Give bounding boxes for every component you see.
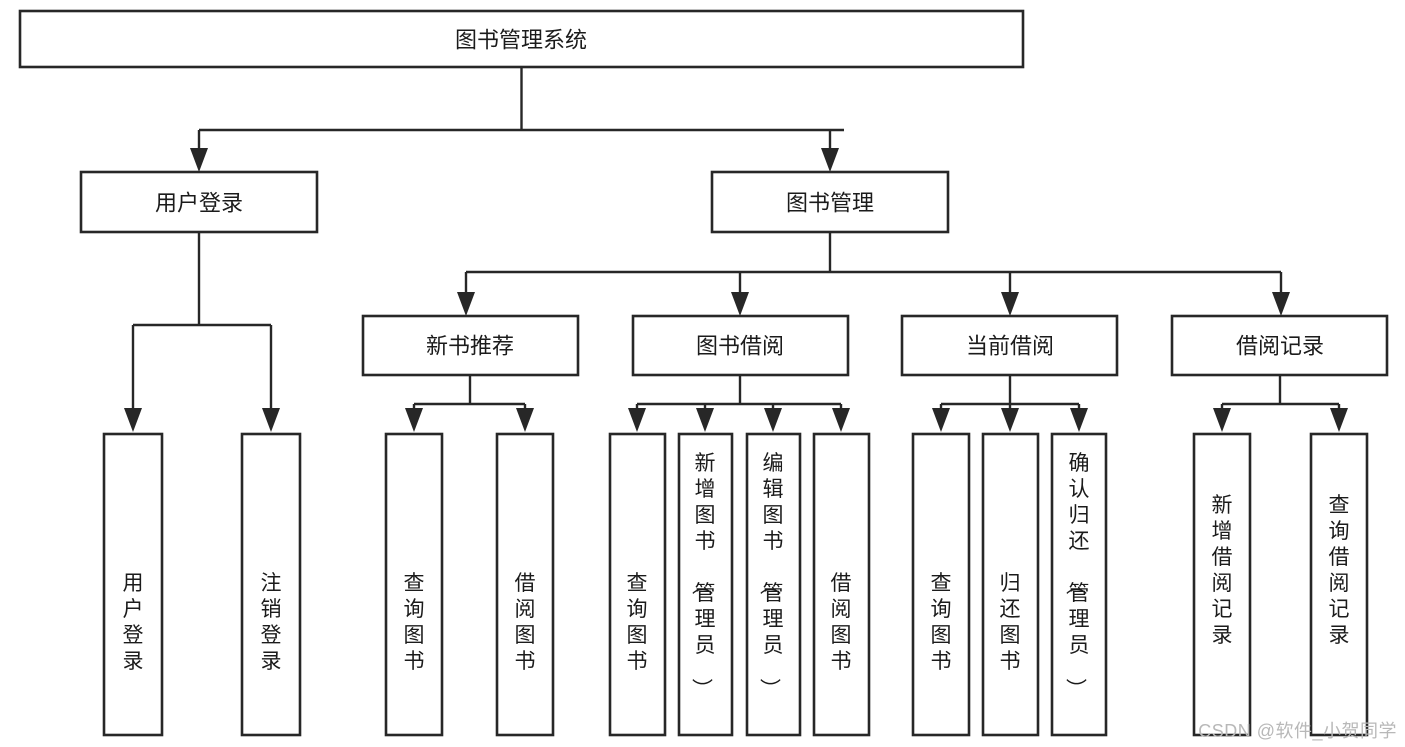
leaf-borrow-book-2-box[interactable]	[812, 432, 871, 737]
leaf-borrow-book-1-box[interactable]	[495, 432, 555, 737]
node-borrow-record-label: 借阅记录	[1236, 334, 1324, 359]
arrowhead-leaf-query-book-2	[628, 408, 646, 432]
node-user-login-label: 用户登录	[155, 191, 243, 216]
node-borrow-record[interactable]: 借阅记录	[1170, 314, 1389, 377]
node-new-book-recommend[interactable]: 新书推荐	[361, 314, 580, 377]
leaf-borrow-book-2-label: 借阅图书	[831, 572, 852, 673]
leaf-borrow-book-2[interactable]: 借阅图书	[812, 432, 871, 737]
leaf-return-book[interactable]: 归还图书	[981, 432, 1040, 737]
arrowhead-book-manage	[821, 148, 839, 172]
arrowhead-leaf-query-book-3	[932, 408, 950, 432]
arrowhead-leaf-query-borrow-record	[1330, 408, 1348, 432]
node-book-borrow-box[interactable]	[631, 314, 850, 377]
leaf-edit-book-admin-box[interactable]	[745, 432, 802, 737]
leaf-edit-book-admin[interactable]: 编辑图书（管理员）	[745, 432, 802, 737]
node-root-label: 图书管理系统	[455, 28, 587, 53]
leaf-user-login-box[interactable]	[102, 432, 164, 737]
leaf-confirm-return-admin[interactable]: 确认归还（管理员）	[1050, 432, 1108, 737]
leaf-query-borrow-record-box[interactable]	[1309, 432, 1369, 737]
arrowhead-leaf-confirm-return-admin	[1070, 408, 1088, 432]
leaf-query-book-2[interactable]: 查询图书	[608, 432, 667, 737]
leaf-query-borrow-record[interactable]: 查询借阅记录	[1309, 432, 1369, 737]
arrowhead-leaf-query-book-1	[405, 408, 423, 432]
node-current-borrow-label: 当前借阅	[966, 334, 1054, 359]
leaf-add-book-admin[interactable]: 新增图书（管理员）	[677, 432, 734, 737]
node-current-borrow[interactable]: 当前借阅	[900, 314, 1119, 377]
arrowhead-leaf-add-borrow-record	[1213, 408, 1231, 432]
leaf-add-borrow-record-label: 新增借阅记录	[1212, 494, 1233, 647]
arrowhead-leaf-borrow-book-1	[516, 408, 534, 432]
leaf-logout-login-label: 注销登录	[261, 572, 282, 673]
leaf-add-book-admin-label: 新增图书（管理员）	[690, 452, 716, 699]
leaf-query-book-1-label: 查询图书	[404, 572, 425, 673]
leaf-edit-book-admin-label: 编辑图书（管理员）	[758, 452, 784, 699]
leaf-logout-login[interactable]: 注销登录	[240, 432, 302, 737]
leaf-add-borrow-record[interactable]: 新增借阅记录	[1192, 432, 1252, 737]
node-root-box[interactable]	[18, 9, 1025, 69]
connector-group	[124, 67, 1348, 432]
leaf-add-book-admin-box[interactable]	[677, 432, 734, 737]
arrowhead-leaf-add-book-admin	[696, 408, 714, 432]
leaf-query-book-3[interactable]: 查询图书	[911, 432, 971, 737]
arrowhead-leaf-edit-book-admin	[764, 408, 782, 432]
node-borrow-record-box[interactable]	[1170, 314, 1389, 377]
leaf-query-book-1[interactable]: 查询图书	[384, 432, 444, 737]
leaf-query-book-2-box[interactable]	[608, 432, 667, 737]
node-user-login[interactable]: 用户登录	[79, 170, 319, 234]
arrowhead-current-borrow	[1001, 292, 1019, 316]
arrowhead-new-book-recommend	[457, 292, 475, 316]
leaf-borrow-book-1[interactable]: 借阅图书	[495, 432, 555, 737]
node-new-book-recommend-label: 新书推荐	[426, 334, 514, 359]
node-book-borrow-label: 图书借阅	[696, 334, 784, 359]
csdn-watermark: CSDN @软件_小贺同学	[1198, 721, 1397, 741]
leaf-query-book-1-box[interactable]	[384, 432, 444, 737]
leaf-query-book-3-box[interactable]	[911, 432, 971, 737]
leaf-query-borrow-record-label: 查询借阅记录	[1329, 494, 1350, 647]
leaf-query-book-2-label: 查询图书	[627, 572, 648, 673]
node-book-borrow[interactable]: 图书借阅	[631, 314, 850, 377]
leaf-return-book-label: 归还图书	[1000, 572, 1021, 673]
arrowhead-leaf-return-book	[1001, 408, 1019, 432]
arrowhead-leaf-borrow-book-2	[832, 408, 850, 432]
node-user-login-box[interactable]	[79, 170, 319, 234]
leaf-borrow-book-1-label: 借阅图书	[515, 572, 536, 673]
node-book-manage-box[interactable]	[710, 170, 950, 234]
leaf-add-borrow-record-box[interactable]	[1192, 432, 1252, 737]
leaf-user-login-label: 用户登录	[123, 572, 144, 673]
arrowhead-leaf-user-login	[124, 408, 142, 432]
leaf-confirm-return-admin-label: 确认归还（管理员）	[1064, 452, 1090, 699]
leaf-logout-login-box[interactable]	[240, 432, 302, 737]
node-book-manage-label: 图书管理	[786, 191, 874, 216]
leaf-return-book-box[interactable]	[981, 432, 1040, 737]
node-root[interactable]: 图书管理系统	[18, 9, 1025, 69]
node-new-book-recommend-box[interactable]	[361, 314, 580, 377]
node-current-borrow-box[interactable]	[900, 314, 1119, 377]
arrowhead-book-borrow	[731, 292, 749, 316]
leaf-user-login[interactable]: 用户登录	[102, 432, 164, 737]
arrowhead-user-login	[190, 148, 208, 172]
arrowhead-leaf-logout-login	[262, 408, 280, 432]
arrowhead-borrow-record	[1272, 292, 1290, 316]
leaf-query-book-3-label: 查询图书	[931, 572, 952, 673]
leaf-confirm-return-admin-box[interactable]	[1050, 432, 1108, 737]
node-book-manage[interactable]: 图书管理	[710, 170, 950, 234]
